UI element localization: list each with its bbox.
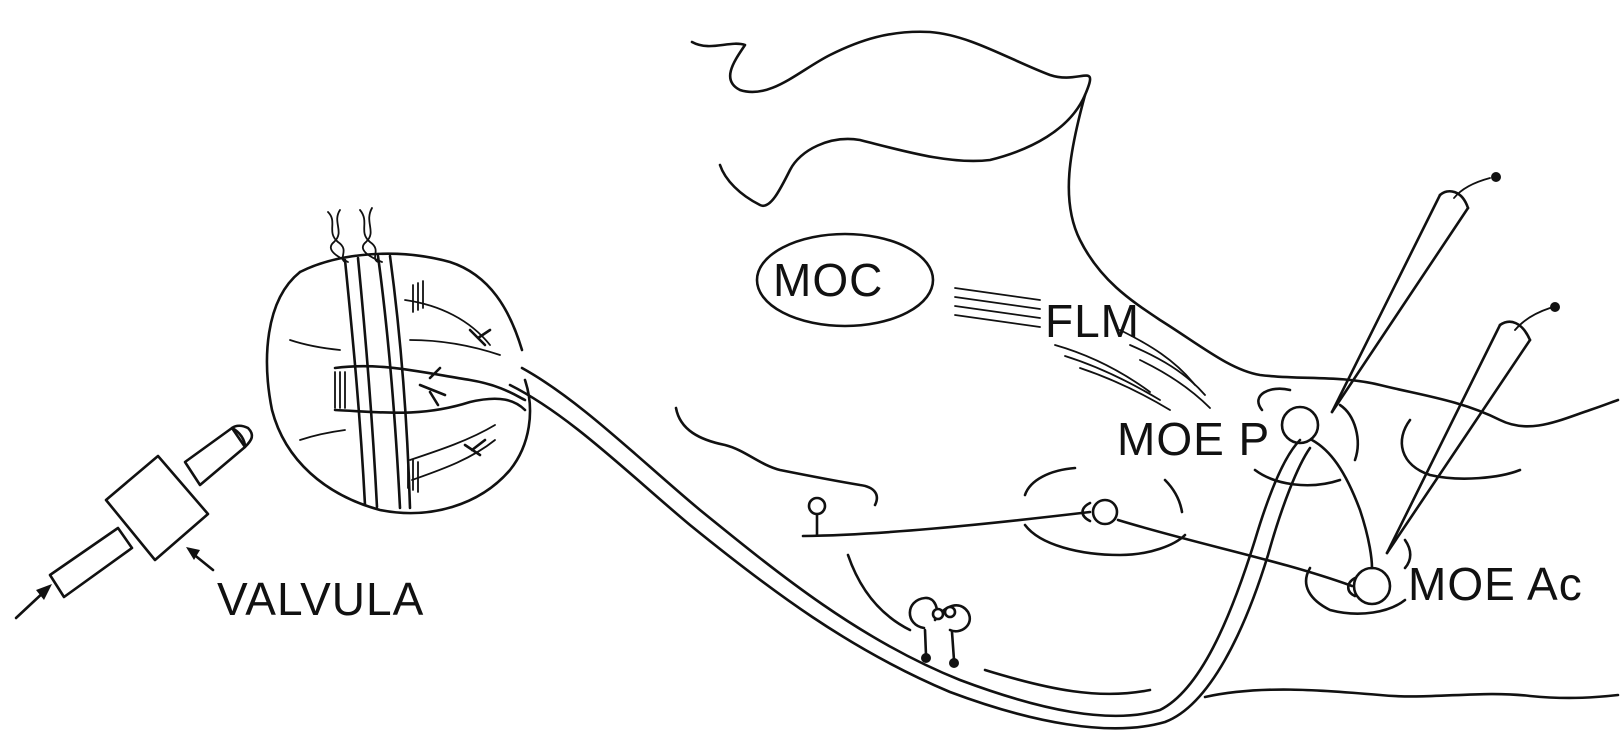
axon-to-moe-ac (1118, 520, 1352, 586)
cochlea (267, 254, 530, 513)
moe-ac-label: MOE Ac (1408, 558, 1583, 610)
lower-arc (848, 555, 910, 630)
small-neuron (809, 498, 825, 514)
inferior-contour (676, 408, 877, 505)
moc-label: MOC (773, 254, 883, 306)
flm-label: FLM (1045, 295, 1140, 347)
axon-moe-p-descend (1312, 440, 1372, 568)
lower-arc-right (985, 670, 1150, 694)
brainstem-outline-upper (692, 32, 1090, 206)
valvula-device (50, 426, 252, 597)
brainstem-outline-right (1069, 95, 1618, 426)
moe-p-neuron (1282, 407, 1318, 443)
valvula-label: VALVULA (217, 573, 424, 625)
brainstem-outline-lower (1205, 690, 1618, 698)
middle-neuron (1093, 500, 1117, 524)
moe-p-label: MOE P (1117, 413, 1270, 465)
axon-horizontal (803, 512, 1090, 536)
electrode-moe-ac (1387, 302, 1560, 553)
moe-ac-neuron (1354, 568, 1390, 604)
ganglion-cluster (910, 598, 970, 668)
